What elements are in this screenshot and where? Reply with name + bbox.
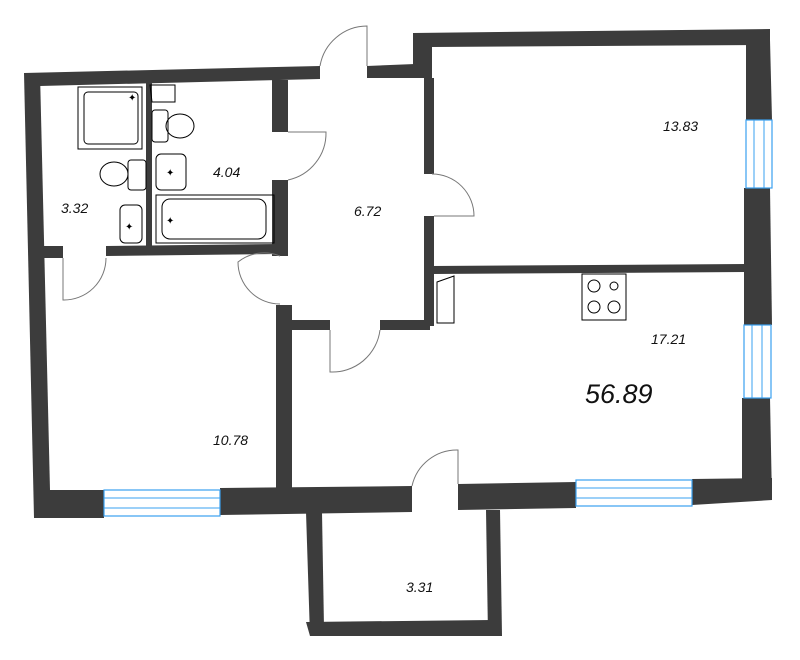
bathroom-fixtures: ✦ ✦ ✦ ✦ <box>77 84 275 244</box>
total-area-label: 56.89 <box>585 379 653 409</box>
area-label-bathroom: 3.32 <box>61 200 89 216</box>
area-label-hallway: 6.72 <box>354 203 382 219</box>
area-label-toilet-bath: 4.04 <box>213 164 241 180</box>
windows <box>103 119 773 517</box>
doors <box>62 25 475 487</box>
svg-text:✦: ✦ <box>166 168 174 179</box>
kitchen-fixtures <box>436 273 627 324</box>
area-label-room: 10.78 <box>213 432 249 448</box>
svg-text:✦: ✦ <box>166 216 174 227</box>
walls <box>24 29 772 636</box>
area-label-kitchen-living: 17.21 <box>651 331 687 347</box>
area-label-bedroom: 13.83 <box>663 118 699 134</box>
svg-text:✦: ✦ <box>125 222 133 233</box>
area-label-balcony: 3.31 <box>406 579 434 595</box>
svg-text:✦: ✦ <box>128 93 136 104</box>
